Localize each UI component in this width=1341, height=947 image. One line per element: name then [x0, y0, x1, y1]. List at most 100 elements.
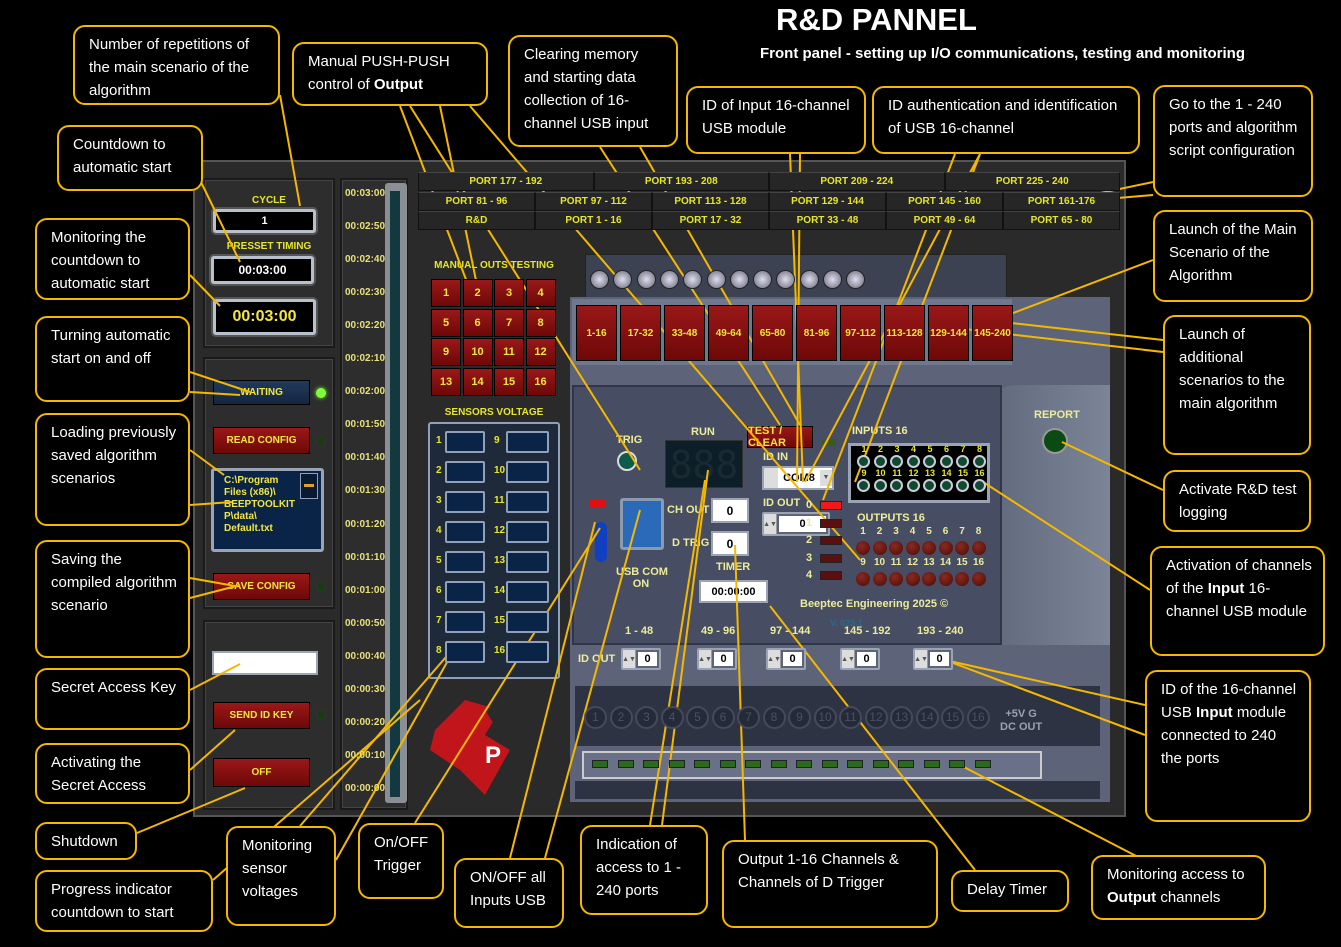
ch-out-field[interactable]: 0 — [711, 498, 749, 523]
manual-out-button-8[interactable]: 8 — [525, 308, 556, 337]
input-channel-label: 6 — [943, 444, 949, 454]
manual-out-button-7[interactable]: 7 — [494, 308, 524, 337]
auto-start-led — [316, 388, 326, 398]
manual-out-button-1[interactable]: 1 — [431, 279, 461, 307]
input-channel-toggle[interactable] — [890, 479, 903, 492]
save-config-button[interactable]: SAVE CONFIG — [213, 573, 310, 600]
timer-field[interactable]: 00:00:00 — [699, 580, 768, 603]
port-button-81-96[interactable]: 81-96 — [796, 305, 837, 361]
port-button-113-128[interactable]: 113-128 — [884, 305, 925, 361]
tab-port-1-16[interactable]: PORT 1 - 16 — [535, 211, 652, 230]
tab-port-193-208[interactable]: PORT 193 - 208 — [593, 172, 769, 191]
usb-toggle-switch[interactable] — [595, 522, 607, 562]
input-channel-toggle[interactable] — [956, 455, 969, 468]
port-button-65-80[interactable]: 65-80 — [752, 305, 793, 361]
manual-out-button-15[interactable]: 15 — [494, 367, 524, 396]
chevron-down-icon[interactable]: ▼ — [820, 470, 832, 486]
port-button-129-144[interactable]: 129-144 — [928, 305, 969, 361]
callout: Progress indicator countdown to start — [35, 870, 213, 932]
tab-r-d[interactable]: R&D — [418, 211, 535, 230]
tab-port-33-48[interactable]: PORT 33 - 48 — [769, 211, 886, 230]
off-button[interactable]: OFF — [213, 758, 310, 787]
tab-port-177-192[interactable]: PORT 177 - 192 — [418, 172, 594, 191]
terminal-screw — [659, 270, 679, 289]
tab-port-81-96[interactable]: PORT 81 - 96 — [418, 192, 535, 211]
progress-tick-label: 00:00:00 — [345, 782, 386, 794]
manual-out-button-16[interactable]: 16 — [525, 367, 556, 396]
manual-out-button-9[interactable]: 9 — [431, 338, 461, 366]
range-id-out-spinner[interactable]: ▲▼0 — [621, 648, 661, 670]
tab-port-161-176[interactable]: PORT 161-176 — [1003, 192, 1120, 211]
range-id-out-spinner[interactable]: ▲▼0 — [697, 648, 737, 670]
range-id-out-spinner[interactable]: ▲▼0 — [766, 648, 806, 670]
secret-key-input[interactable] — [212, 651, 318, 675]
range-id-out-spinner[interactable]: ▲▼0 — [840, 648, 880, 670]
sensor-number: 4 — [436, 525, 442, 536]
tab-port-65-80[interactable]: PORT 65 - 80 — [1003, 211, 1120, 230]
port-button-17-32[interactable]: 17-32 — [620, 305, 661, 361]
tab-port-129-144[interactable]: PORT 129 - 144 — [769, 192, 886, 211]
manual-out-button-6[interactable]: 6 — [462, 308, 493, 337]
port-button-97-112[interactable]: 97-112 — [840, 305, 881, 361]
output-channel-label: 5 — [926, 526, 932, 537]
tab-port-49-64[interactable]: PORT 49 - 64 — [886, 211, 1003, 230]
input-channel-toggle[interactable] — [972, 455, 986, 468]
test-clear-button[interactable]: TEST / CLEAR — [747, 425, 813, 449]
manual-out-button-3[interactable]: 3 — [494, 279, 524, 307]
manual-out-button-10[interactable]: 10 — [462, 338, 493, 366]
send-id-key-button[interactable]: SEND ID KEY — [213, 702, 310, 729]
spinner-arrows-icon[interactable]: ▲▼ — [841, 650, 855, 668]
file-path-box[interactable]: C:\Program Files (x86)\ BEEPTOOLKIT P\da… — [211, 468, 324, 552]
callout-text: Loading previously saved algorithm scena… — [51, 424, 177, 487]
input-channel-toggle[interactable] — [873, 479, 887, 492]
range-id-out-value: 0 — [714, 652, 733, 666]
read-config-button[interactable]: READ CONFIG — [213, 427, 310, 454]
manual-out-button-13[interactable]: 13 — [431, 367, 461, 396]
input-channel-toggle[interactable] — [939, 479, 953, 492]
waiting-button[interactable]: WAITING — [213, 380, 310, 405]
input-channel-toggle[interactable] — [972, 479, 986, 492]
input-channel-toggle[interactable] — [873, 455, 887, 468]
manual-out-button-4[interactable]: 4 — [525, 279, 556, 307]
range-id-out-spinner[interactable]: ▲▼0 — [913, 648, 953, 670]
d-trig-field[interactable]: 0 — [711, 531, 749, 556]
report-button[interactable] — [1042, 428, 1068, 454]
port-button-145-240[interactable]: 145-240 — [972, 305, 1013, 361]
folder-icon[interactable]: ▬ — [300, 473, 318, 499]
output-access-led — [617, 760, 634, 768]
preset-timing-field[interactable]: 00:03:00 — [211, 256, 314, 284]
port-button-33-48[interactable]: 33-48 — [664, 305, 705, 361]
tab-port-17-32[interactable]: PORT 17 - 32 — [652, 211, 769, 230]
spinner-arrows-icon[interactable]: ▲▼ — [698, 650, 712, 668]
sensor-voltage-field — [445, 491, 485, 513]
com-select[interactable]: COM8 ▼ — [762, 466, 834, 490]
spinner-arrows-icon[interactable]: ▲▼ — [763, 514, 777, 534]
port-button-49-64[interactable]: 49-64 — [708, 305, 749, 361]
input-channel-toggle[interactable] — [890, 455, 903, 468]
input-channel-toggle[interactable] — [923, 455, 936, 468]
spinner-arrows-icon[interactable]: ▲▼ — [914, 650, 928, 668]
input-channel-toggle[interactable] — [939, 455, 953, 468]
tab-port-209-224[interactable]: PORT 209 - 224 — [769, 172, 945, 191]
input-channel-toggle[interactable] — [923, 479, 936, 492]
spinner-arrows-icon[interactable]: ▲▼ — [767, 650, 781, 668]
manual-out-button-5[interactable]: 5 — [431, 308, 461, 337]
input-channel-toggle[interactable] — [857, 479, 870, 492]
manual-out-button-12[interactable]: 12 — [525, 338, 556, 366]
callout: Number of repetitions of the main scenar… — [73, 25, 280, 105]
input-channel-toggle[interactable] — [906, 479, 920, 492]
tab-port-97-112[interactable]: PORT 97 - 112 — [535, 192, 652, 211]
tab-port-225-240[interactable]: PORT 225 - 240 — [944, 172, 1120, 191]
preset-timing-label: PRESSET TIMING — [226, 241, 312, 252]
tab-port-145-160[interactable]: PORT 145 - 160 — [886, 192, 1003, 211]
port-button-1-16[interactable]: 1-16 — [576, 305, 617, 361]
manual-out-button-11[interactable]: 11 — [494, 338, 524, 366]
cycle-field[interactable]: 1 — [213, 209, 316, 233]
input-channel-toggle[interactable] — [857, 455, 870, 468]
spinner-arrows-icon[interactable]: ▲▼ — [622, 650, 636, 668]
manual-out-button-14[interactable]: 14 — [462, 367, 493, 396]
input-channel-toggle[interactable] — [906, 455, 920, 468]
tab-port-113-128[interactable]: PORT 113 - 128 — [652, 192, 769, 211]
manual-out-button-2[interactable]: 2 — [462, 279, 493, 307]
input-channel-toggle[interactable] — [956, 479, 969, 492]
